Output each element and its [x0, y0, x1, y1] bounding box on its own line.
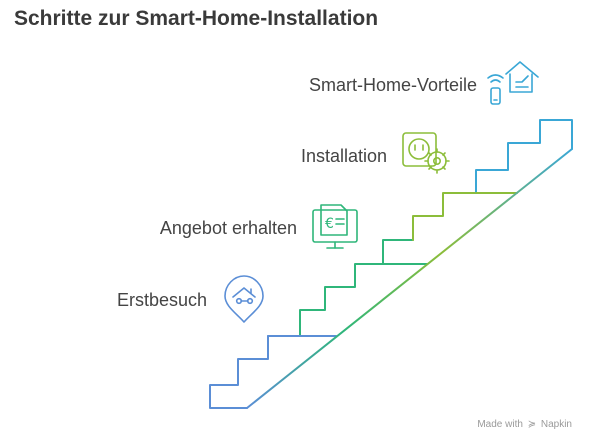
step-label-erstbesuch: Erstbesuch	[116, 290, 207, 310]
napkin-brand-text: Napkin	[540, 419, 572, 430]
stair-segment-3	[412, 192, 477, 241]
step-label-installation: Installation	[300, 146, 387, 166]
made-with-text: Made with	[477, 419, 523, 430]
smart-home-phone-icon	[487, 61, 539, 105]
stair-segment-2	[299, 239, 414, 337]
svg-text:€: €	[325, 216, 334, 232]
house-wrench-pin-icon	[224, 275, 264, 323]
diagonal-stringer	[246, 148, 573, 409]
invoice-screen-icon: €	[312, 204, 358, 249]
stair-segment-4	[475, 119, 573, 194]
stair-segment-1	[209, 335, 301, 409]
page-title: Schritte zur Smart-Home-Installation	[14, 7, 379, 30]
step-label-smart-home-vorteile: Smart-Home-Vorteile	[308, 75, 477, 95]
socket-gear-icon	[402, 132, 450, 174]
step-label-angebot-erhalten: Angebot erhalten	[159, 218, 297, 238]
napkin-watermark: Made with ≽ Napkin	[477, 419, 572, 430]
napkin-logo-icon: ≽	[527, 419, 537, 430]
